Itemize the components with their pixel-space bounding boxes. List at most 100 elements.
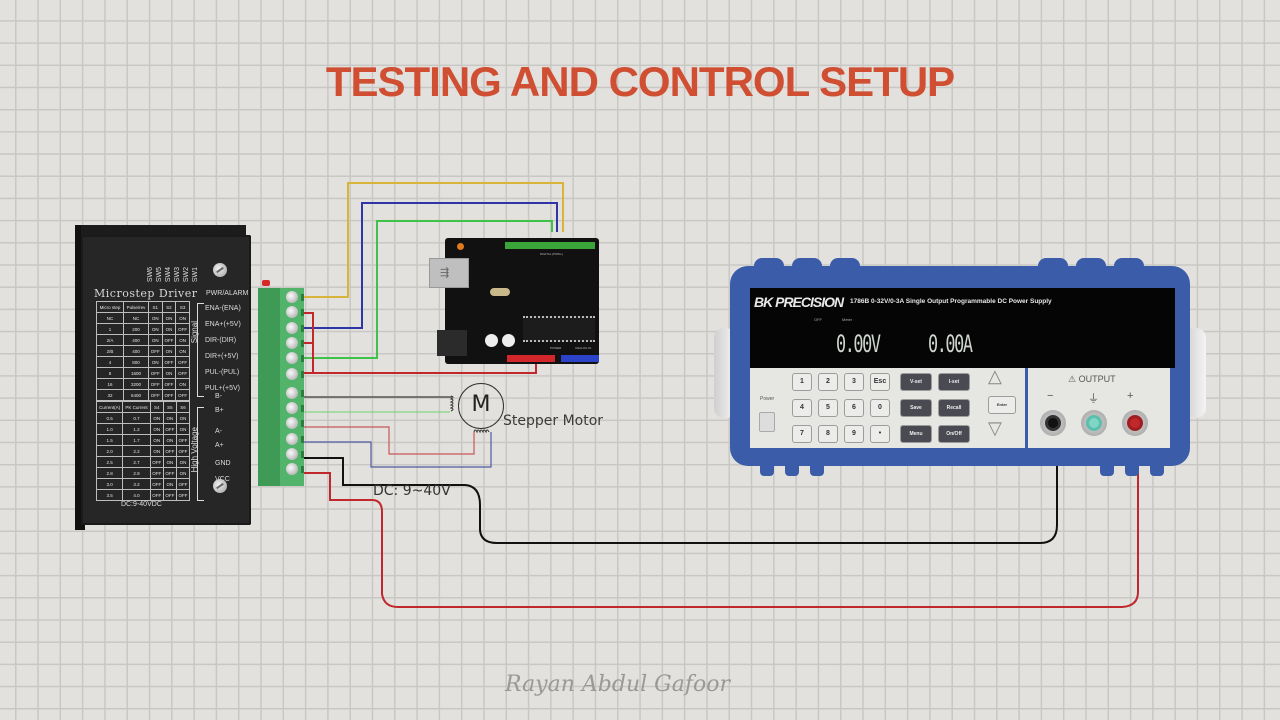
table-cell: OFF [175,389,190,401]
terminal-screw-icon[interactable] [286,306,298,319]
terminal-screw-icon[interactable] [286,291,298,303]
terminal-pin [301,309,304,317]
power-terminal-label: B- [215,393,222,400]
down-arrow-button[interactable]: ▽ [988,418,1002,438]
wire-red-5v [304,312,537,374]
up-arrow-button[interactable]: △ [988,366,1002,386]
terminal-screw-icon[interactable] [286,432,298,445]
usb-icon: ⇶ [440,267,450,279]
terminal-screw-icon[interactable] [286,321,298,334]
negative-terminal[interactable] [1040,410,1066,436]
microcontroller-chip [523,316,595,342]
table-cell: 3.5 [95,489,124,501]
keypad-button[interactable]: • [870,425,890,443]
output-label: ⚠ OUTPUT [1068,374,1116,384]
ground-terminal[interactable] [1081,410,1107,436]
signal-terminal-label: DIR+(+5V) [205,353,239,360]
table-cell: S3 [175,301,190,313]
terminal-block [258,288,304,486]
terminal-pin [301,451,304,458]
analog-header [561,355,599,362]
keypad-button[interactable]: 7 [792,425,812,443]
arduino-board: DIGITAL (PWM~) ⇶ POWER ANALOG IN [429,238,599,364]
driver-body: SW6 SW5 SW4 SW3 SW2 SW1 PWR/ALARM Micros… [81,235,251,525]
keypad-button[interactable]: 3 [844,373,864,391]
motor-symbol: M [471,392,491,417]
terminal-pin [301,324,304,332]
model-text: 1786B 0-32V/0-3A Single Output Programma… [850,298,1052,305]
terminal-screw-icon[interactable] [286,336,298,349]
voltage-reading: 0.00V [836,330,881,358]
pwr-alarm-label: PWR/ALARM [206,290,249,297]
alarm-led [262,280,270,286]
page-title: TESTING AND CONTROL SETUP [325,58,955,105]
enter-button[interactable]: Enter [988,396,1016,414]
hv-bracket [197,407,204,501]
reset-button[interactable] [457,243,464,250]
wire-green-pul [304,220,553,359]
function-button[interactable]: I-set [938,373,970,391]
power-switch[interactable] [759,412,775,432]
author-signature: Rayan Abdul Gafoor [505,672,730,697]
foot [1150,464,1164,476]
terminal-screw-icon[interactable] [286,367,298,380]
keypad-button[interactable]: 2 [818,373,838,391]
terminal-screw-icon[interactable] [286,386,298,399]
terminal-screw-icon[interactable] [286,463,298,476]
driver-dc-rating: DC:9-40VDC [121,501,162,508]
foot [810,464,824,476]
table-cell: ON [175,345,190,357]
keypad-button[interactable]: 0 [870,399,890,417]
positive-terminal[interactable] [1122,410,1148,436]
power-header [507,355,555,362]
current-reading: 0.00A [928,330,973,358]
annunciator-off: OFF [814,317,822,322]
power-label: POWER [550,346,562,350]
terminal-screw-icon[interactable] [286,352,298,365]
keypad-button[interactable]: 6 [844,399,864,417]
terminal-screw-icon[interactable] [286,448,298,460]
screw-icon [213,479,227,493]
table-cell: S6 [175,401,191,413]
wire-blue-a-plus [304,432,492,468]
keypad-button[interactable]: 4 [792,399,812,417]
terminal-screw-icon[interactable] [286,402,298,415]
motor-coil-b [449,395,454,412]
keypad-button[interactable]: 5 [818,399,838,417]
terminal-pin [301,370,304,378]
output-panel: ⚠ OUTPUT − ⏚ + [1028,368,1170,448]
motor-coil-a [473,429,490,434]
keypad-button[interactable]: 9 [844,425,864,443]
crystal [490,288,510,296]
terminal-pin [301,389,304,397]
wire-red-a-minus [304,426,475,455]
keypad-button[interactable]: 1 [792,373,812,391]
function-button[interactable]: On/Off [938,425,970,443]
function-button[interactable]: Recall [938,399,970,417]
brand-logo: BK PRECISION [754,294,844,310]
keypad-button[interactable]: Esc [870,373,890,391]
function-button[interactable]: Menu [900,425,932,443]
power-terminal-label: GND [215,460,231,467]
foot [1125,464,1139,476]
terminal-pin [301,420,304,428]
terminal-screw-icon[interactable] [286,417,298,430]
keypad-button[interactable]: 8 [818,425,838,443]
function-button[interactable]: Save [900,399,932,417]
digital-label: DIGITAL (PWM~) [540,252,564,256]
power-terminal-label: A- [215,428,222,435]
signal-bracket [197,303,204,397]
table-cell: OFF [175,489,191,501]
driver-title: Microstep Driver [94,287,198,300]
function-button[interactable]: V-set [900,373,932,391]
